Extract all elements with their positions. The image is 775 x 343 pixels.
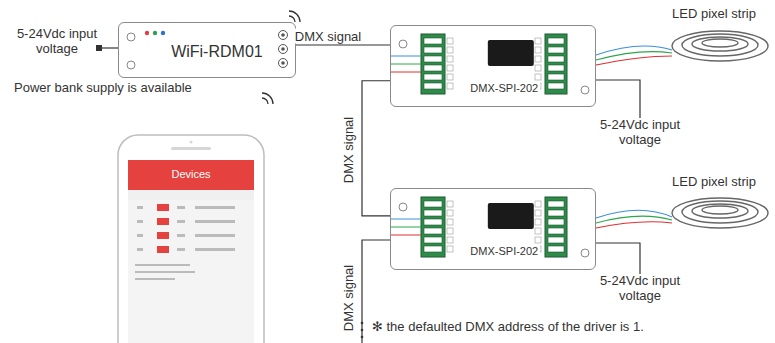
driver-box: DMX-SPI-202	[390, 188, 596, 270]
dmx-connector	[296, 45, 390, 46]
signal-label: DMX signal	[341, 263, 356, 333]
smartphone	[118, 93, 273, 343]
signal-label: DMX signal	[341, 115, 356, 185]
signal-label: DMX signal	[293, 29, 363, 44]
strip-label: LED pixel strip	[655, 175, 773, 190]
footnote: ✻ the defaulted DMX address of the drive…	[372, 320, 702, 335]
device-name: WiFi-RDM01	[169, 43, 265, 61]
wifi-symbol	[289, 11, 300, 22]
led-strip-coil	[672, 31, 768, 228]
power-note: 5-24Vdc input voltage	[592, 118, 688, 148]
power-note: Power bank supply is available	[14, 81, 244, 96]
driver-box: DMX-SPI-202	[390, 25, 596, 107]
continuation-dots	[361, 322, 364, 339]
device-name: DMX-SPI-202	[468, 245, 540, 257]
power-note: 5-24Vdc input voltage	[12, 27, 102, 57]
controller-box: WiFi-RDM01	[118, 22, 296, 78]
strip-label: LED pixel strip	[655, 7, 773, 22]
power-note: 5-24Vdc input voltage	[592, 274, 688, 304]
dmx-connector	[362, 81, 390, 216]
device-name: DMX-SPI-202	[468, 82, 540, 94]
output-wires	[596, 46, 672, 274]
app-title: Devices	[128, 168, 254, 181]
plug	[96, 45, 102, 51]
